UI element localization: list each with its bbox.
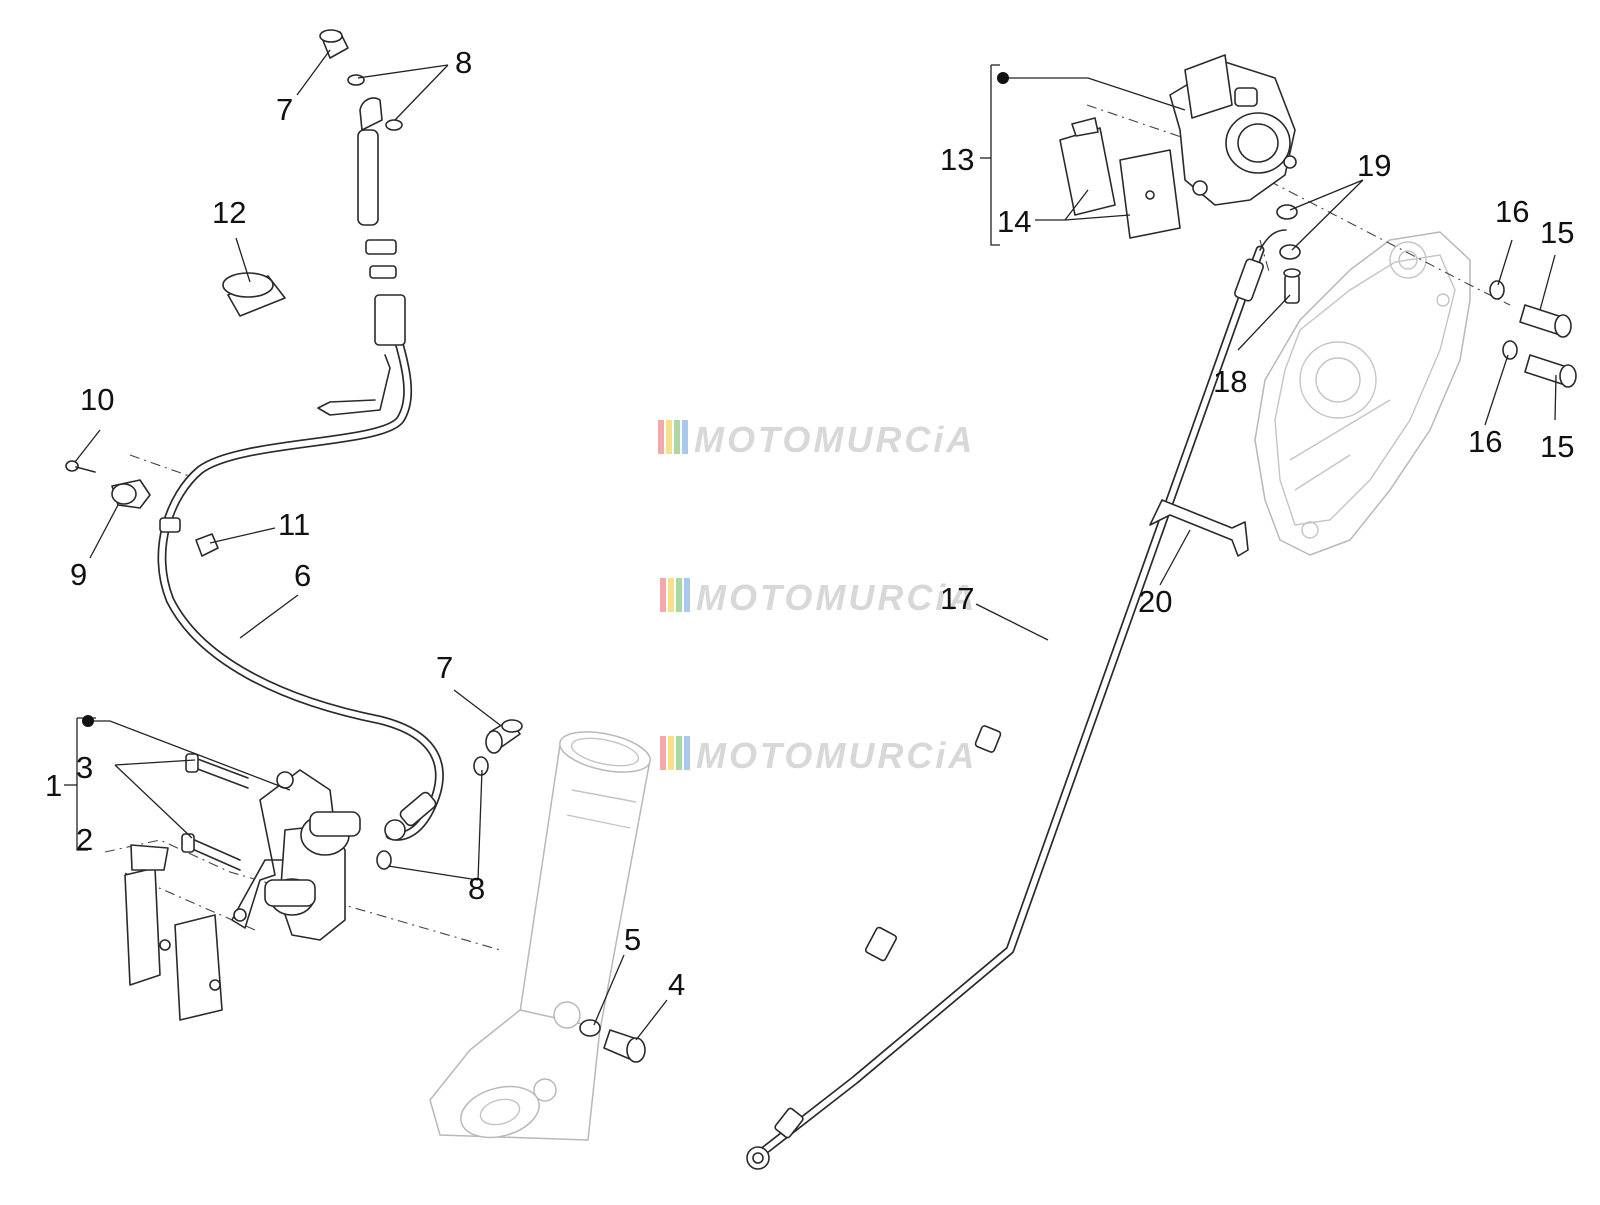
washer — [1276, 204, 1298, 220]
washer — [1489, 280, 1505, 300]
bolt — [1524, 354, 1577, 388]
watermark-stripe — [658, 420, 664, 454]
hose-clip — [195, 533, 219, 557]
axle-bolt — [603, 1029, 646, 1063]
callout-number: 5 — [624, 922, 641, 957]
callout-number: 18 — [1213, 364, 1247, 399]
front-brake-pad-right — [159, 914, 223, 1021]
callout-number: 8 — [468, 871, 485, 906]
rear-brake-caliper — [1169, 54, 1297, 206]
callout-number: 12 — [212, 195, 246, 230]
fork-leg — [429, 731, 651, 1141]
washer — [1279, 244, 1301, 260]
watermark-stripe — [674, 420, 680, 454]
callout-number: 13 — [940, 142, 974, 177]
assembly-marker-dot — [997, 72, 1009, 84]
callout-number: 19 — [1357, 148, 1391, 183]
crankcase-cover — [1254, 231, 1471, 556]
callout-number: 16 — [1495, 194, 1529, 229]
watermark-2: MOTOMURCiA — [660, 577, 977, 618]
screw — [65, 460, 96, 473]
rear-brake-pad-right — [1119, 149, 1181, 239]
callout-number: 7 — [436, 650, 453, 685]
washer — [376, 850, 392, 870]
washer — [347, 74, 365, 86]
rear-brake-hose — [746, 229, 1287, 1170]
front-brake-hose — [157, 97, 444, 841]
hose-clamp — [111, 479, 151, 509]
callout-number: 6 — [294, 558, 311, 593]
callout-number: 3 — [76, 750, 93, 785]
watermark-stripe — [660, 578, 666, 612]
hose-clip — [222, 272, 286, 317]
watermark-stripe — [676, 578, 682, 612]
washer — [579, 1019, 601, 1037]
watermark-1: MOTOMURCiA — [658, 419, 975, 460]
callout-number: 17 — [940, 581, 974, 616]
callout-number: 15 — [1540, 429, 1574, 464]
callout-number: 11 — [278, 507, 310, 542]
watermark-stripe — [684, 736, 690, 770]
hose-bracket — [1149, 499, 1249, 557]
watermark-text: MOTOMURCiA — [694, 419, 975, 460]
front-brake-caliper — [231, 769, 361, 941]
callout-number: 9 — [70, 557, 87, 592]
bolt — [1519, 304, 1572, 338]
callout-number: 16 — [1468, 424, 1502, 459]
watermark-text: MOTOMURCiA — [696, 735, 977, 776]
front-brake-pad-left — [124, 844, 169, 986]
watermark-stripe — [682, 420, 688, 454]
washer — [385, 119, 403, 131]
callout-number: 15 — [1540, 215, 1574, 250]
callout-number: 20 — [1138, 584, 1172, 619]
callout-number: 8 — [455, 45, 472, 80]
watermark-stripe — [676, 736, 682, 770]
callout-number: 4 — [668, 967, 685, 1002]
watermark-stripe — [660, 736, 666, 770]
callout-number: 14 — [997, 204, 1031, 239]
rear-brake-pad-left — [1059, 117, 1116, 216]
watermark-stripe — [666, 420, 672, 454]
banjo-bolt-lower — [485, 719, 523, 754]
callout-number: 7 — [276, 92, 293, 127]
callout-number: 2 — [76, 822, 93, 857]
watermark-stripe — [684, 578, 690, 612]
watermark-stripe — [668, 736, 674, 770]
callout-number: 10 — [80, 382, 114, 417]
caliper-bolts — [181, 753, 249, 871]
watermark-3: MOTOMURCiA — [660, 735, 977, 776]
watermark-stripe — [668, 578, 674, 612]
washer — [1502, 340, 1518, 360]
banjo-bolt-top — [319, 29, 349, 59]
callout-number: 1 — [45, 768, 62, 803]
watermark-text: MOTOMURCiA — [696, 577, 977, 618]
washer — [473, 756, 489, 776]
assembly-marker-dot — [82, 715, 94, 727]
